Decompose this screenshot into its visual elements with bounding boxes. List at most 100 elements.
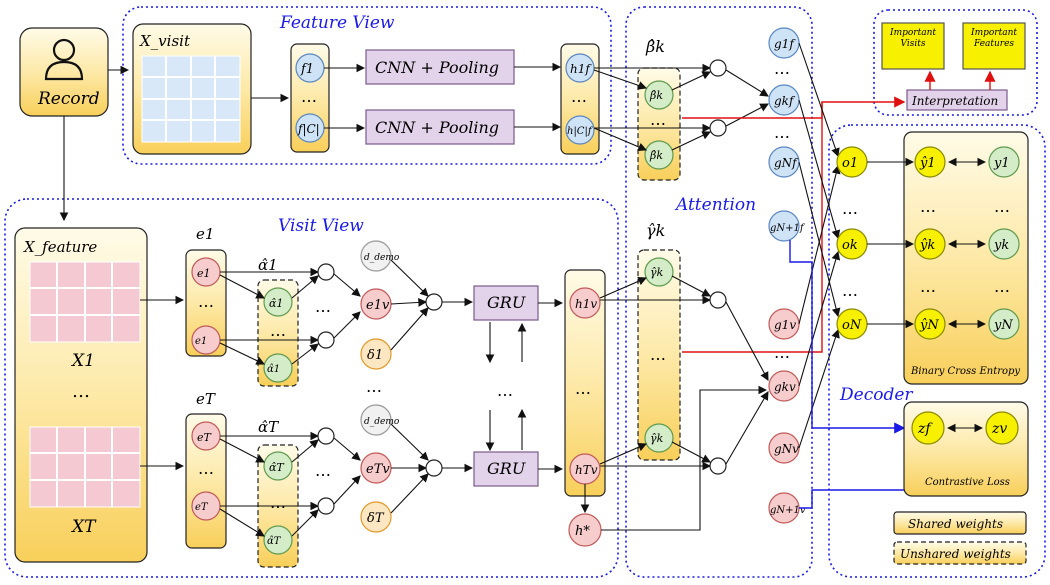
htv-to-gamma-arrow [599,443,648,465]
on-label: oN [842,318,862,333]
ok-label: ok [842,238,858,253]
o1-label: o1 [842,156,858,171]
gamma-kt-label: γ̂k [650,432,664,445]
e1v-label: e1v [366,298,390,313]
beta-label: β̂k [645,37,665,56]
feature-view-region [122,6,612,165]
gamma-k1-node [644,257,674,287]
mult2-to-e1v-arrow [333,311,361,339]
yk-node [988,228,1020,260]
et1-label: eT [197,431,213,444]
gamma-k1-label: γ̂k [650,266,664,279]
alpha1c-node [263,353,293,383]
yn-label: yN [993,318,1013,333]
alpha11-label: α̂1 [269,297,283,310]
beta-kc-node [644,140,674,170]
xt-grid [29,426,141,508]
d-demo-label-t: d_demo [364,417,400,427]
feature-view-title: Feature View [279,13,395,33]
y1-label: y1 [993,156,1010,171]
delta1-node [360,338,392,370]
beta1-to-mult-arrow [671,71,711,91]
visit-view-region [4,198,619,578]
etv-label: eTv [366,462,390,477]
gammat-to-mult-arrow [671,441,711,463]
alphat1-node [263,451,293,481]
h1v-to-gamma-arrow [599,277,648,299]
fc-label: f|C| [297,122,320,136]
yhat-dots-1: … [920,197,936,216]
beta-k1-label: β̂k [649,89,663,102]
gnv-label: gNv [774,442,799,456]
et-title: eT [196,390,216,408]
gamma-dots: … [650,345,666,364]
zf-label: zf [917,421,933,437]
e1v-to-concat-arrow [390,298,428,307]
yn-node [988,308,1020,340]
hcf-label: h|C|f [567,126,594,137]
contrastive-label: Contrastive Loss [925,477,1010,488]
mult-dots-2: … [315,461,331,480]
e11-to-alpha-arrow [219,274,265,299]
legend-shared-label: Shared weights [908,517,1003,531]
etc-label: eT [195,502,209,513]
alpha11-node [263,287,293,317]
x-visit-label: X_visit [139,32,191,50]
delta1-to-concat-arrow [390,307,429,351]
h1v-node [569,287,601,319]
et1-to-alpha-arrow [219,438,265,463]
d-demo-label-1: d_demo [364,253,400,263]
mult-node-f1 [709,59,727,77]
f1-label: f1 [300,62,314,77]
mult-node-vta [317,427,335,445]
mult1-to-e1v-arrow [333,273,361,297]
interpretation-region [873,9,1038,116]
g1v-label: g1v [774,318,796,332]
gru-label-1: GRU [487,293,526,312]
important-features-box [962,22,1026,70]
legend-shared-swatch [893,511,1027,535]
h1f-to-beta-arrow [593,69,648,90]
mult-node-v2 [709,457,727,475]
gf-dots-2: … [774,123,790,142]
alpha1c-to-mult-arrow [291,343,319,365]
mult-node-v1b [317,331,335,349]
important-features-label: Important Features [971,28,1017,49]
multv1-to-gkv-arrow [725,301,769,381]
x1-grid [29,261,141,343]
important-visits-label: Important Visits [890,28,936,49]
gkv-label: gkv [774,380,796,394]
cnn-pooling-box-1 [365,49,515,85]
important-features-fo: Important Features [971,28,1017,49]
deltat-label: δT [367,511,385,526]
alphat-title: α̂T [258,418,279,436]
gru-dots: … [497,381,513,400]
gru-box-1 [473,285,539,321]
deltat-node [360,501,392,533]
alphatc-node [263,525,293,555]
alphatc-label: α̂T [267,536,282,547]
person-icon [44,38,84,81]
legend-unshared-swatch [893,541,1027,565]
mult2-to-gkf-arrow [725,103,769,127]
etc-to-alpha-arrow [219,508,265,537]
hcf-to-beta-arrow [593,127,648,152]
multv2-to-gkv-arrow [725,391,769,465]
e1c-to-alpha-arrow [219,342,265,365]
x1-label: X1 [70,351,95,371]
e11-label: e1 [197,267,211,280]
hcf-node [565,115,595,145]
g1f-to-o1-arrow [798,42,840,158]
decoder-title: Decoder [839,385,913,405]
zf-node [911,411,945,445]
o-dots-2: … [842,281,858,300]
y1-node [988,146,1020,178]
hv-dots: … [575,379,591,398]
attention-title: Attention [674,195,756,215]
gv-dots: … [774,343,790,362]
h1v-label: h1v [575,297,597,311]
yhat1-label: ŷ1 [919,156,936,171]
gru-box-t [473,451,539,487]
v-dots: … [366,377,382,396]
